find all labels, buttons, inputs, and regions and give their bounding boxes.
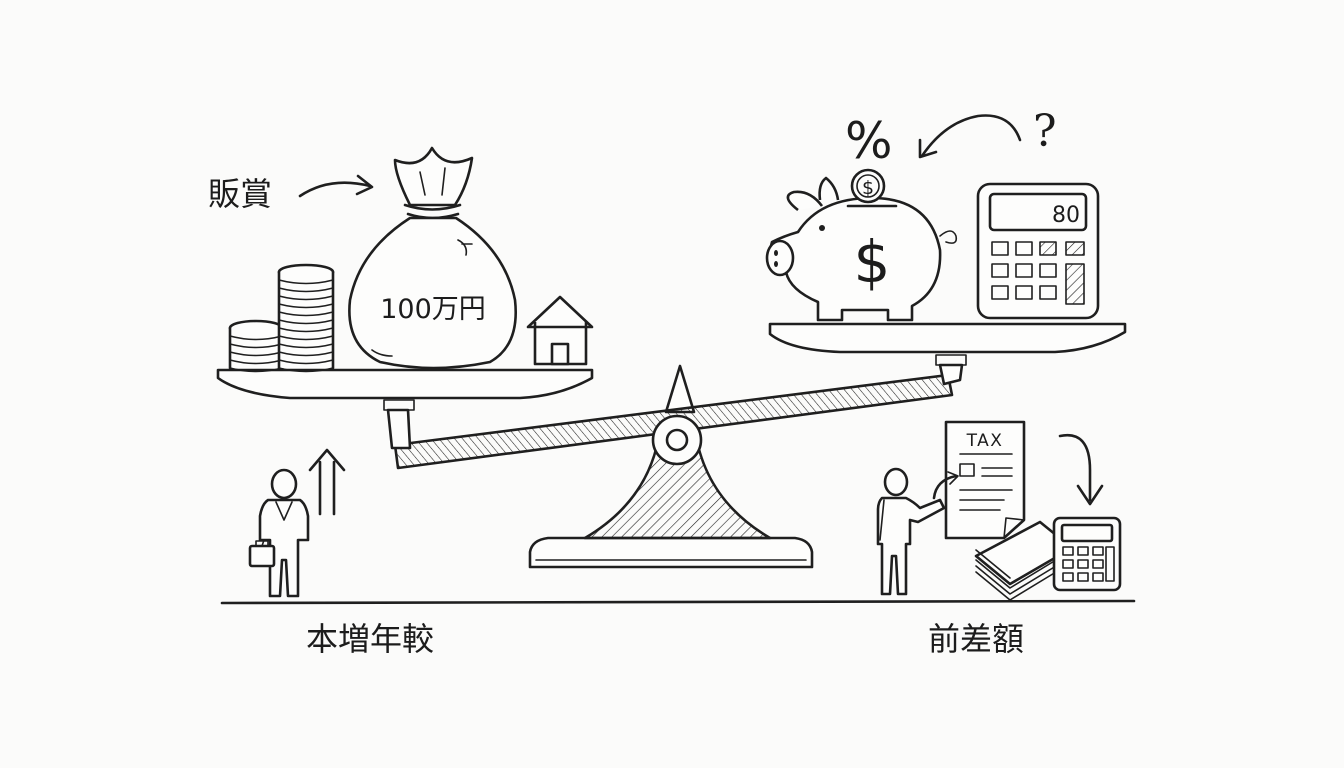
ground-line xyxy=(220,599,1136,605)
right-bottom-label: 前差額 xyxy=(928,620,1024,658)
down-arrow-icon xyxy=(1058,433,1104,506)
percent-symbol: % xyxy=(845,112,893,170)
house-icon xyxy=(526,295,594,366)
money-bag-icon: 100万円 xyxy=(348,146,517,370)
money-bag-label: 100万円 xyxy=(380,294,486,325)
tax-document-icon: TAX xyxy=(944,420,1026,540)
question-mark: ? xyxy=(1033,106,1057,157)
person-pointing-icon xyxy=(876,467,959,596)
small-calculator-icon xyxy=(1052,516,1122,592)
coin-icon: $ xyxy=(850,168,886,204)
curved-arrow-icon xyxy=(918,114,1022,159)
coin-stack-icon xyxy=(228,263,335,373)
coin-dollar-label: $ xyxy=(862,177,874,199)
balance-scale-icon xyxy=(216,322,1127,569)
curved-arrow-icon xyxy=(298,174,374,198)
up-arrow-icon xyxy=(308,448,346,516)
calculator-display-value: 80 xyxy=(1052,203,1080,228)
left-bottom-label: 本増年較 xyxy=(306,620,434,658)
tax-document-title: TAX xyxy=(966,431,1004,451)
left-annotation-label: 販賞 xyxy=(208,175,272,213)
piggy-dollar-label: $ xyxy=(854,228,891,296)
calculator-icon: 80 xyxy=(976,182,1100,320)
person-briefcase-icon xyxy=(248,468,310,598)
